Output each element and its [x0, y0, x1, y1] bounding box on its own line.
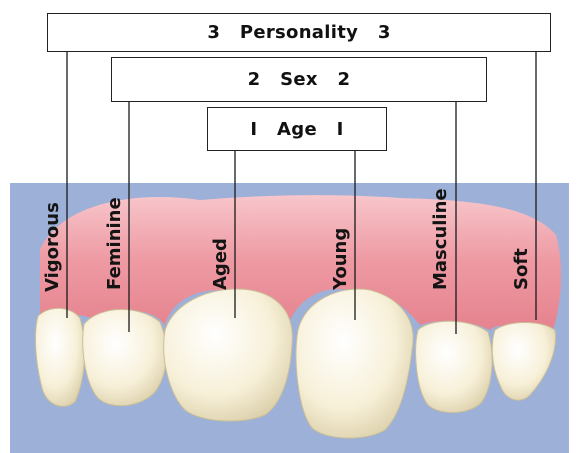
sex-label: 2 Sex 2: [248, 69, 351, 90]
personality-label: 3 Personality 3: [207, 22, 390, 43]
age-box: I Age I: [207, 107, 387, 151]
label-aged: Aged: [210, 238, 231, 290]
tooth-aged: [164, 289, 293, 421]
label-young: Young: [330, 228, 351, 290]
tooth-feminine: [83, 309, 167, 405]
tooth-masculine: [416, 321, 492, 412]
label-feminine: Feminine: [104, 197, 125, 290]
label-soft: Soft: [511, 248, 532, 290]
label-masculine: Masculine: [430, 188, 451, 290]
sex-box: 2 Sex 2: [111, 57, 487, 102]
label-vigorous: Vigorous: [42, 202, 63, 292]
tooth-vigorous: [35, 308, 84, 406]
age-label: I Age I: [250, 119, 343, 140]
personality-box: 3 Personality 3: [47, 13, 551, 52]
